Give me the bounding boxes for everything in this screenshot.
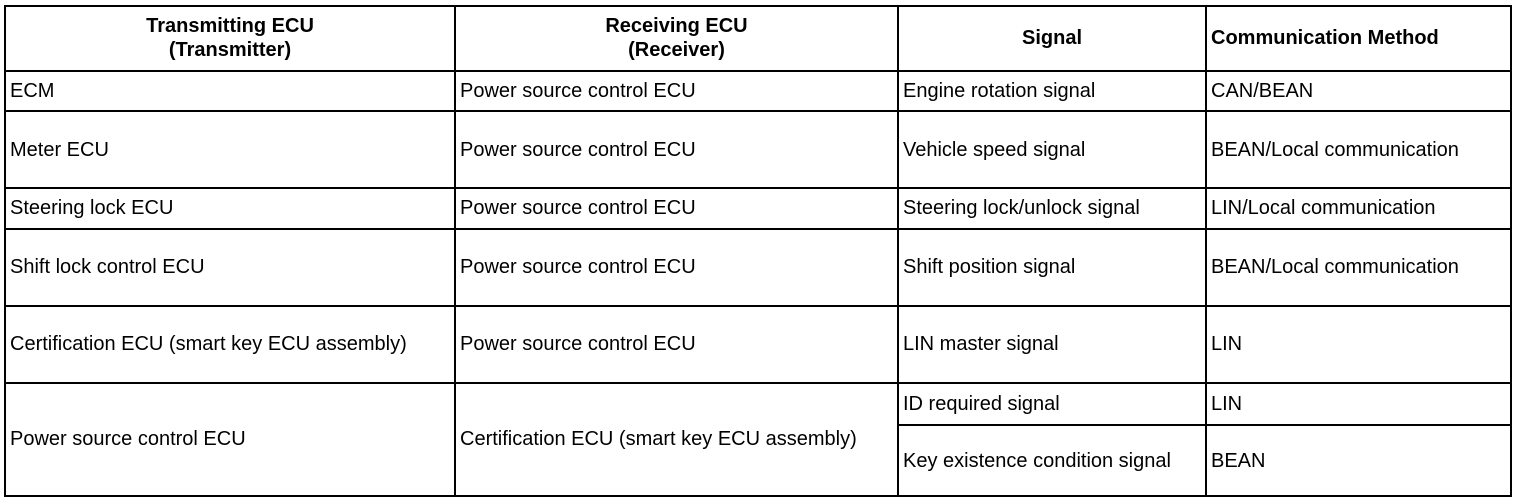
signal-cell: ID required signal bbox=[897, 381, 1207, 427]
table-row: Steering lock ECU Power source control E… bbox=[4, 187, 1512, 230]
signal-cell: Steering lock/unlock signal bbox=[897, 187, 1207, 230]
header-communication-method: Communication Method bbox=[1205, 5, 1512, 72]
signal-cell: LIN master signal bbox=[897, 304, 1207, 384]
table-row: ECM Power source control ECU Engine rota… bbox=[4, 69, 1512, 113]
table-row: Power source control ECU Certification E… bbox=[4, 381, 1512, 498]
transmitter-cell: Steering lock ECU bbox=[4, 187, 456, 230]
transmitter-cell: ECM bbox=[4, 69, 456, 113]
method-cell: BEAN/Local communication bbox=[1205, 110, 1512, 190]
method-cell: BEAN/Local communication bbox=[1205, 227, 1512, 307]
transmitter-cell: Certification ECU (smart key ECU assembl… bbox=[4, 304, 456, 384]
table-row: Meter ECU Power source control ECU Vehic… bbox=[4, 110, 1512, 190]
header-row: Transmitting ECU (Transmitter) Receiving… bbox=[4, 5, 1512, 72]
header-receiving-ecu: Receiving ECU (Receiver) bbox=[454, 5, 899, 72]
receiver-cell: Power source control ECU bbox=[454, 110, 899, 190]
method-cell: LIN bbox=[1205, 304, 1512, 384]
ecu-communication-table: Transmitting ECU (Transmitter) Receiving… bbox=[4, 5, 1512, 498]
signal-cell: Key existence condition signal bbox=[897, 424, 1207, 497]
transmitter-cell: Shift lock control ECU bbox=[4, 227, 456, 307]
table-row: Shift lock control ECU Power source cont… bbox=[4, 227, 1512, 307]
header-transmitting-ecu: Transmitting ECU (Transmitter) bbox=[4, 5, 456, 72]
receiver-cell: Power source control ECU bbox=[454, 227, 899, 307]
method-cell: LIN/Local communication bbox=[1205, 187, 1512, 230]
receiver-cell: Certification ECU (smart key ECU assembl… bbox=[454, 381, 899, 498]
method-cell: LIN bbox=[1205, 381, 1512, 427]
signal-cell: Shift position signal bbox=[897, 227, 1207, 307]
header-signal: Signal bbox=[897, 5, 1207, 72]
table-row: Certification ECU (smart key ECU assembl… bbox=[4, 304, 1512, 384]
receiver-cell: Power source control ECU bbox=[454, 187, 899, 230]
transmitter-cell: Meter ECU bbox=[4, 110, 456, 190]
table-row: Key existence condition signal BEAN bbox=[5, 424, 1512, 497]
method-cell: CAN/BEAN bbox=[1205, 69, 1512, 113]
method-cell: BEAN bbox=[1205, 424, 1512, 497]
receiver-cell: Power source control ECU bbox=[454, 69, 899, 113]
signal-cell: Engine rotation signal bbox=[897, 69, 1207, 113]
signal-cell: Vehicle speed signal bbox=[897, 110, 1207, 190]
receiver-cell: Power source control ECU bbox=[454, 304, 899, 384]
transmitter-cell: Power source control ECU bbox=[4, 381, 456, 498]
